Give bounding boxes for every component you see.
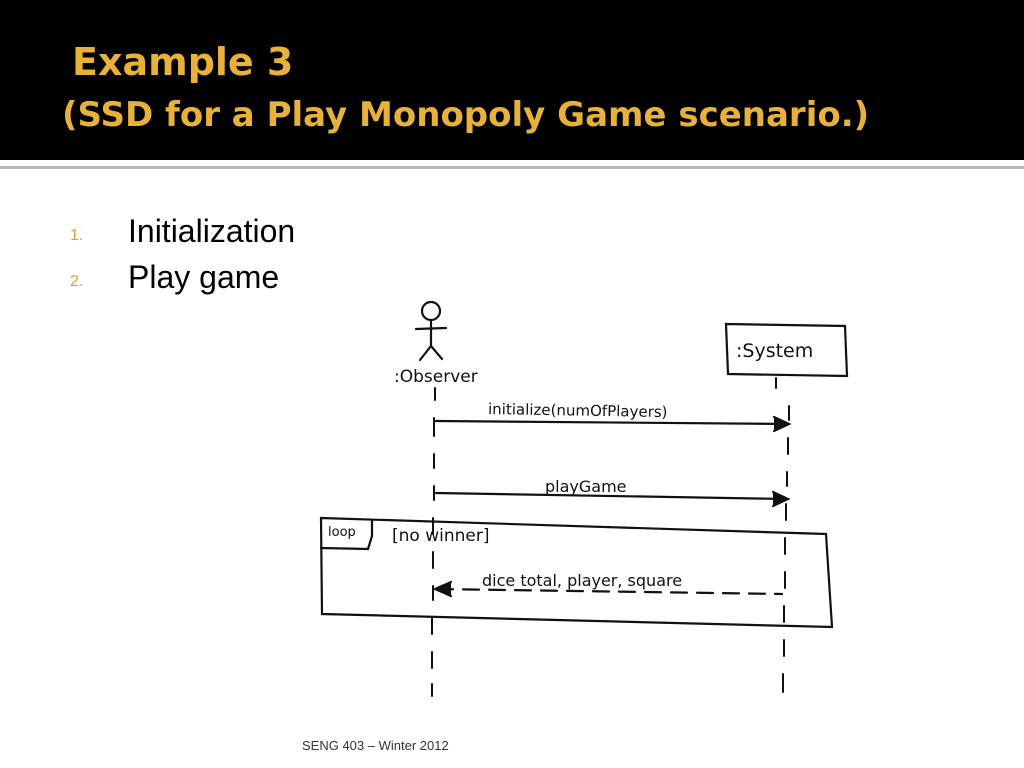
loop-guard: [no winner] <box>392 526 489 546</box>
return-message-arrowhead <box>432 580 453 598</box>
actor-lifeline <box>431 387 436 697</box>
divider-white <box>0 160 1024 163</box>
system-label: :System <box>736 340 813 362</box>
message-1-arrowhead <box>772 415 792 433</box>
slide-subtitle: (SSD for a Play Monopoly Game scenario.) <box>62 95 870 135</box>
loop-tag: loop <box>328 525 356 540</box>
system-lifeline <box>775 377 790 693</box>
return-message-arrow <box>435 587 784 596</box>
system-box <box>724 322 849 378</box>
actor-label: :Observer <box>394 367 478 387</box>
list-text: Play game <box>128 259 280 295</box>
message-1-label: initialize(numOfPlayers) <box>488 400 668 421</box>
slide-footer: SENG 403 – Winter 2012 <box>302 738 449 753</box>
sequence-diagram: :Observer :System initialize(numOfPlayer… <box>312 296 852 704</box>
return-message-label: dice total, player, square <box>482 571 682 590</box>
message-2-arrow <box>434 491 789 501</box>
list-number: 1. <box>70 227 84 244</box>
loop-frame <box>319 516 834 629</box>
list-text: Initialization <box>128 213 296 249</box>
sequence-diagram-svg: :Observer :System initialize(numOfPlayer… <box>319 300 849 697</box>
title-bar: Example 3 (SSD for a Play Monopoly Game … <box>0 0 1024 160</box>
slide-title: Example 3 <box>72 40 294 84</box>
message-2-arrowhead <box>771 490 791 508</box>
loop-tag-box <box>319 518 374 551</box>
message-1-arrow <box>434 419 790 426</box>
divider-gray <box>0 166 1024 169</box>
list-number: 2. <box>70 273 84 290</box>
message-2-label: playGame <box>545 477 627 496</box>
actor-icon <box>414 300 448 362</box>
